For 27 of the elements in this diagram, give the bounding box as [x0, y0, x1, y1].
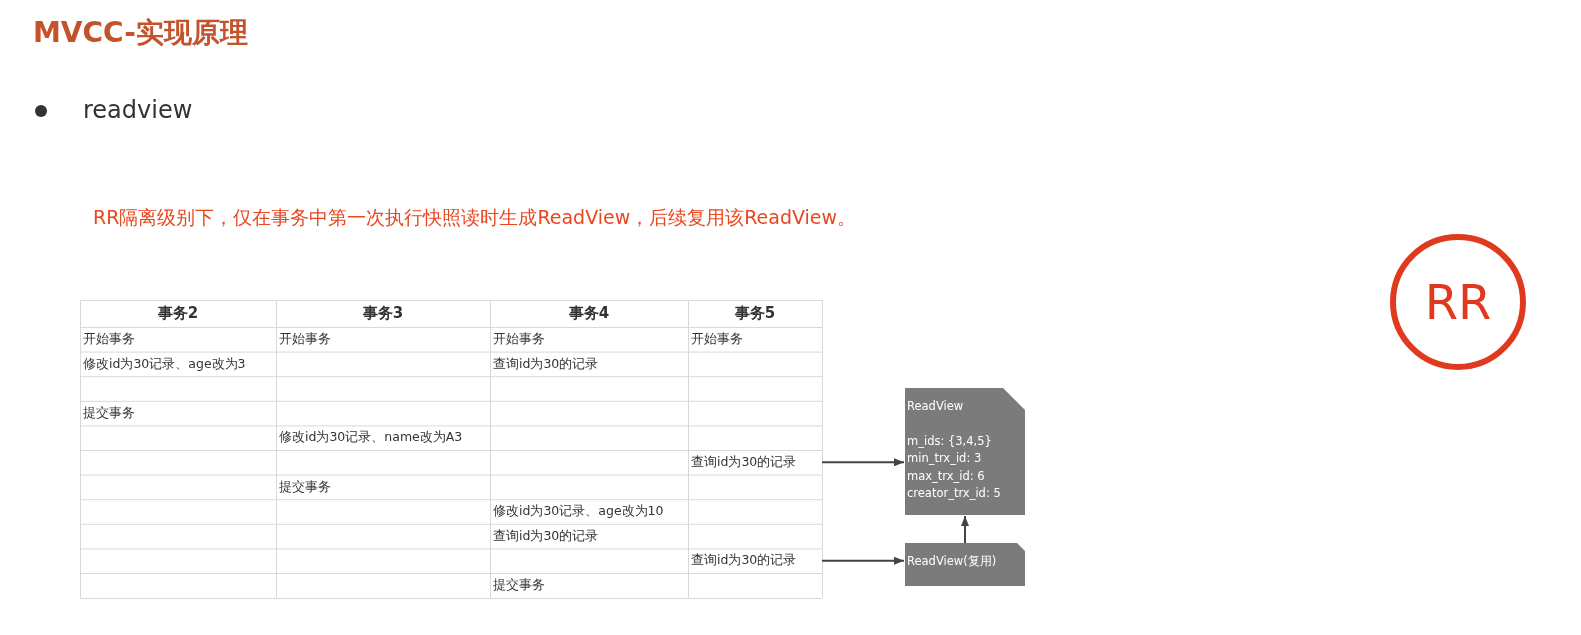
arrow — [821, 458, 905, 467]
arrow — [961, 515, 969, 544]
readview-card: ReadView m_ids: {3,4,5} min_trx_id: 3 max_trx_id: 6 creator_trx_id: 5 — [905, 388, 1025, 515]
level-circle: RR — [1390, 234, 1526, 370]
column-header: 事务4 — [567, 303, 611, 324]
column-header: 事务5 — [733, 303, 777, 324]
table-cell-text: 提交事务 — [278, 477, 332, 496]
table-cell-text: 开始事务 — [690, 330, 744, 348]
slide-title: MVCC-实现原理 — [33, 15, 248, 51]
table-cell: 查询id为30的记录 — [688, 450, 822, 475]
table-cell-text: 修改id为30记录、name改为A3 — [278, 428, 464, 447]
note-text: RR隔离级别下，仅在事务中第一次执行快照读时生成ReadView，后续复用该ReadView。 — [93, 205, 857, 230]
column-header: 事务3 — [361, 303, 405, 324]
table-cell-text: 开始事务 — [492, 330, 546, 348]
table-cell-text: 开始事务 — [82, 330, 136, 348]
table-cell-text: 修改id为30记录、age改为10 — [492, 502, 665, 521]
table-cell-text: 提交事务 — [82, 403, 136, 422]
table-cell-text: 查询id为30的记录 — [492, 526, 600, 545]
readview-card: ReadView(复用) — [905, 543, 1025, 586]
table-cell: 查询id为30的记录 — [688, 548, 822, 573]
column-header: 事务2 — [156, 303, 200, 324]
arrow — [821, 556, 905, 565]
table-cell-text: 开始事务 — [278, 330, 332, 348]
table-cell-text: 提交事务 — [492, 576, 546, 594]
bullet-text: readview — [83, 96, 193, 124]
table-cell-text: 查询id为30的记录 — [492, 354, 600, 373]
table-cell-text: 修改id为30记录、age改为3 — [82, 354, 247, 373]
